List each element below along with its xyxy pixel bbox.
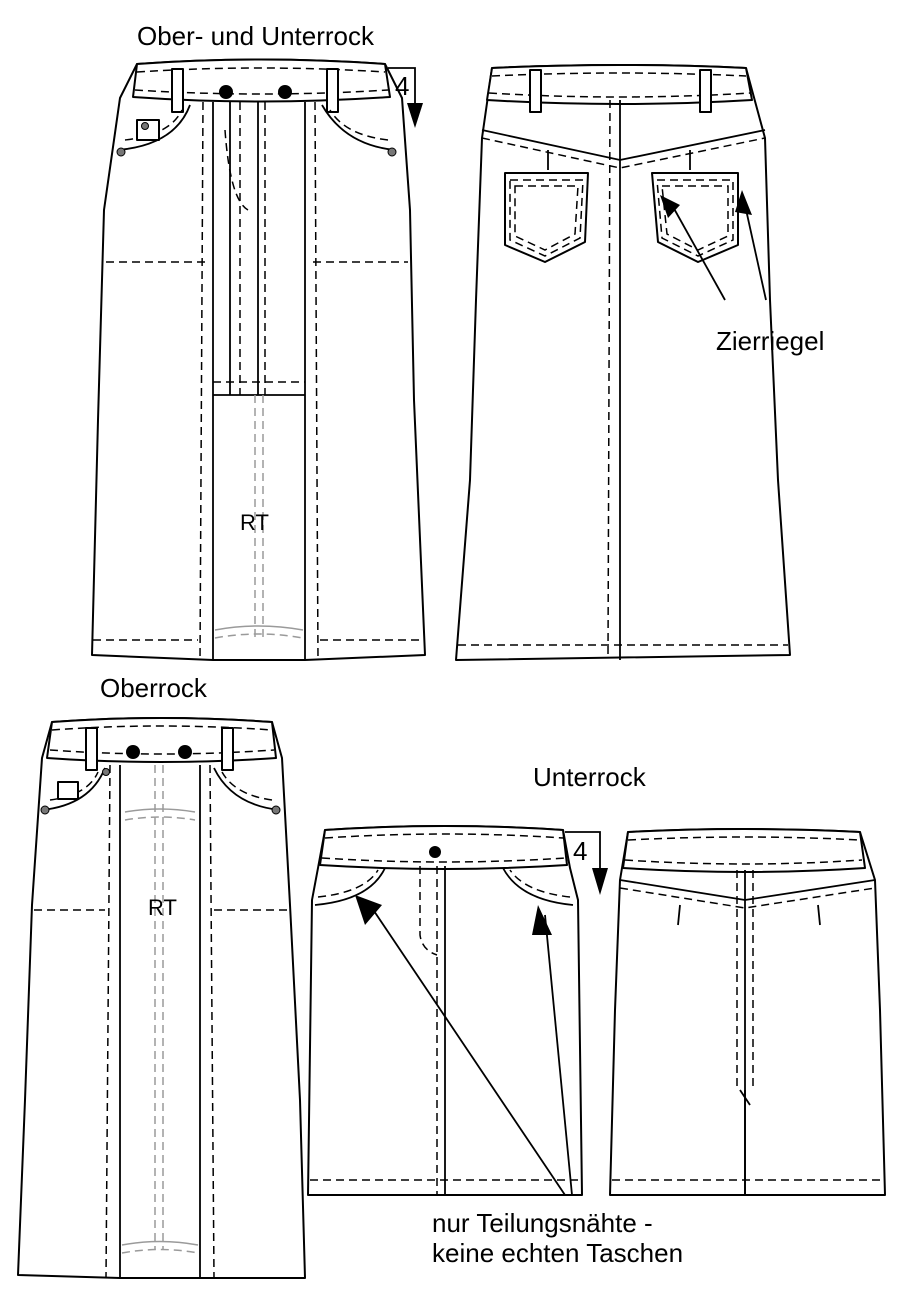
title-overskirt: Oberrock <box>100 673 208 703</box>
button <box>278 85 292 99</box>
title-underskirt: Unterrock <box>533 762 647 792</box>
length-marker-top: 4 <box>388 67 423 128</box>
decor-tack-label: Zierriegel <box>716 326 824 356</box>
title-top: Ober- und Unterrock <box>137 21 375 51</box>
length-label-top: 4 <box>395 71 409 101</box>
length-marker-bottom: 4 <box>565 831 608 895</box>
seam-note-line2: keine echten Taschen <box>432 1238 683 1268</box>
length-label-bottom: 4 <box>573 836 587 866</box>
underskirt-back-view <box>609 828 886 1196</box>
seam-note-callout <box>355 895 573 1196</box>
overskirt-front-view: RT <box>17 717 306 1279</box>
button <box>219 85 233 99</box>
rt-label-top: RT <box>240 510 269 535</box>
back-view-skirt <box>455 64 791 661</box>
front-view-full-skirt: RT <box>91 58 426 661</box>
decor-tack-callout: Zierriegel <box>660 190 824 356</box>
underskirt-front-view <box>307 825 583 1196</box>
rt-label-bottom: RT <box>148 895 177 920</box>
seam-note-line1: nur Teilungsnähte - <box>432 1208 653 1238</box>
